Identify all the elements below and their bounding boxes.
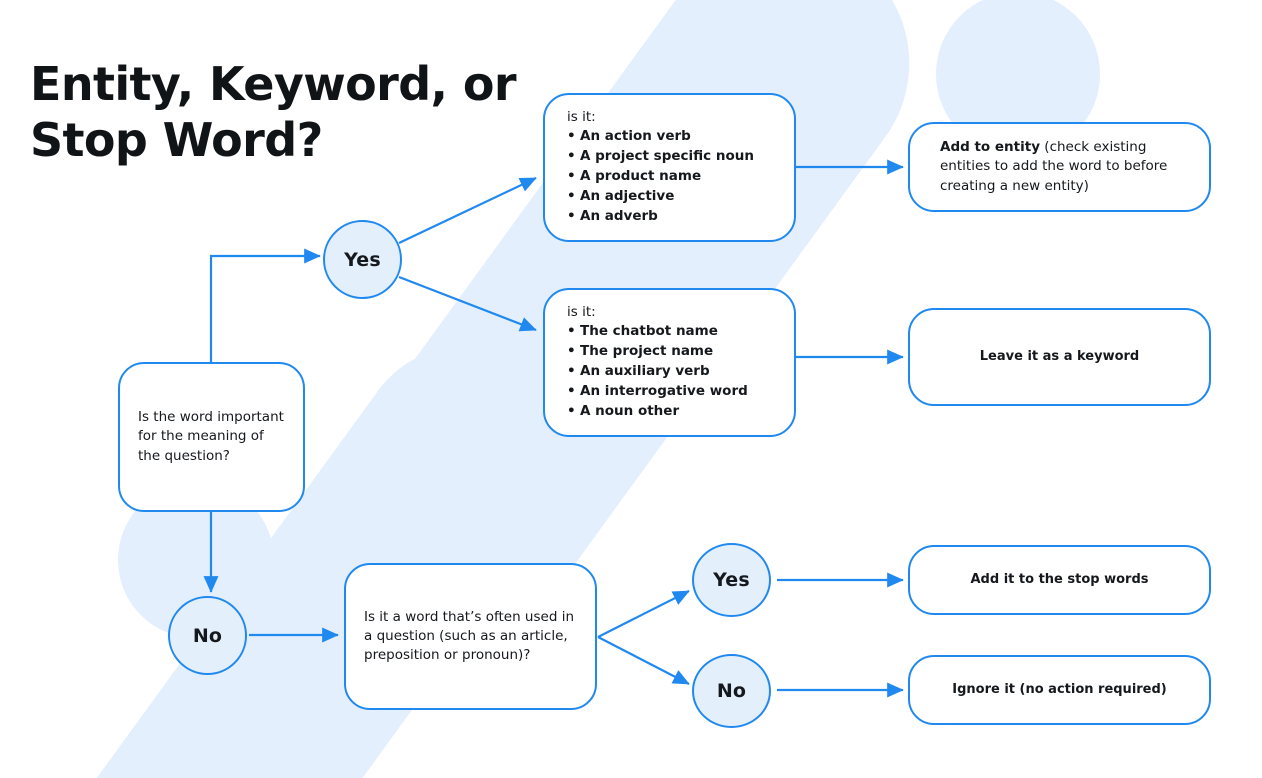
circle-no-left-label: No	[192, 624, 223, 647]
list-item: The chatbot name	[567, 322, 772, 342]
entity-criteria-lead: is it:	[567, 108, 596, 125]
page-title: Entity, Keyword, or Stop Word?	[30, 57, 517, 168]
node-common-word-question[interactable]: Is it a word that’s often used in a ques…	[344, 563, 597, 710]
node-add-to-stop-words[interactable]: Add it to the stop words	[908, 545, 1211, 615]
circle-no-bottom[interactable]: No	[692, 654, 771, 728]
list-item: A noun other	[567, 402, 772, 422]
circle-no-bottom-label: No	[716, 680, 747, 702]
circle-yes-bottom[interactable]: Yes	[692, 543, 771, 617]
node-add-to-entity[interactable]: Add to entity (check existing entities t…	[908, 122, 1211, 212]
node-is-the-word-important-label: Is the word important for the meaning of…	[138, 409, 284, 464]
circle-no-left[interactable]: No	[168, 596, 247, 675]
list-item: A product name	[567, 167, 772, 187]
decor-capsule-second	[72, 346, 573, 778]
list-item: An auxiliary verb	[567, 362, 772, 382]
keyword-criteria-list: The chatbot nameThe project nameAn auxil…	[567, 322, 772, 422]
node-leave-as-keyword[interactable]: Leave it as a keyword	[908, 308, 1211, 406]
decor-circle-mid-left	[118, 482, 274, 638]
node-entity-criteria[interactable]: is it: An action verbA project specific …	[543, 93, 796, 242]
node-leave-as-keyword-label: Leave it as a keyword	[979, 348, 1140, 364]
node-keyword-criteria[interactable]: is it: The chatbot nameThe project nameA…	[543, 288, 796, 437]
decor-circle-top-right	[936, 0, 1100, 156]
circle-yes-top[interactable]: Yes	[323, 220, 402, 299]
node-add-to-stop-words-label: Add it to the stop words	[970, 571, 1149, 587]
list-item: An adjective	[567, 187, 772, 207]
list-item: A project specific noun	[567, 147, 772, 167]
node-ignore-it-label: Ignore it (no action required)	[952, 681, 1167, 697]
add-to-entity-rest: (check existing entities to add the word…	[940, 138, 1168, 194]
circle-yes-top-label: Yes	[344, 248, 381, 271]
node-common-word-question-label: Is it a word that’s often used in a ques…	[364, 608, 574, 664]
list-item: An action verb	[567, 127, 772, 147]
entity-criteria-list: An action verbA project specific nounA p…	[567, 127, 772, 227]
list-item: The project name	[567, 342, 772, 362]
keyword-criteria-lead: is it:	[567, 303, 596, 320]
add-to-entity-strong: Add to entity	[940, 138, 1041, 155]
node-ignore-it[interactable]: Ignore it (no action required)	[908, 655, 1211, 725]
circle-yes-bottom-label: Yes	[713, 569, 750, 591]
node-is-the-word-important[interactable]: Is the word important for the meaning of…	[118, 362, 305, 512]
list-item: An adverb	[567, 207, 772, 227]
list-item: An interrogative word	[567, 382, 772, 402]
